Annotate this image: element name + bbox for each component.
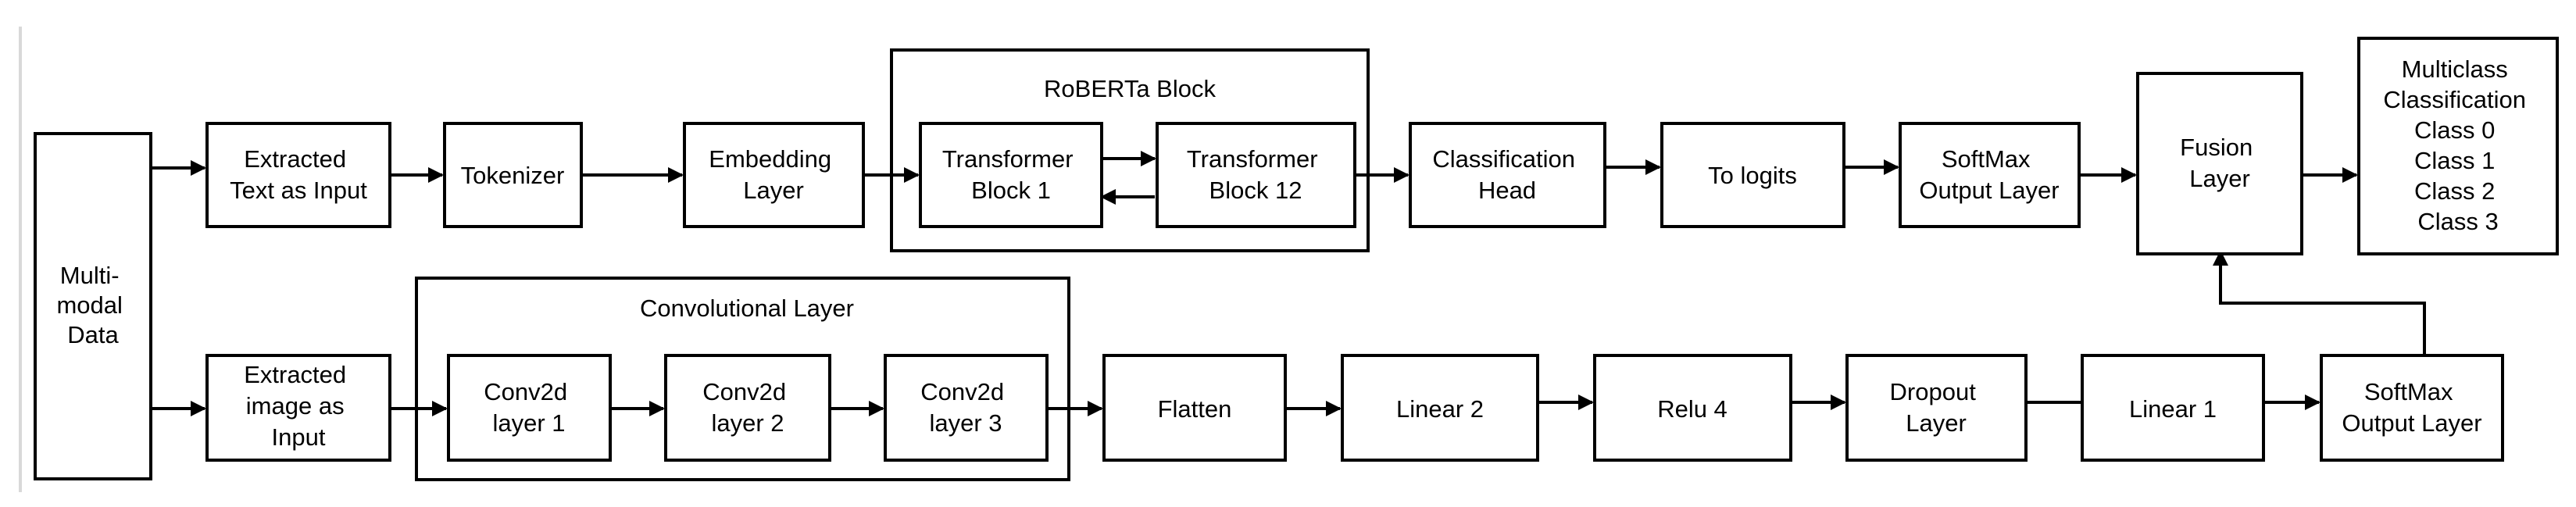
- roberta-block-frame: [890, 48, 1370, 252]
- node-softmax-top: SoftMax Output Layer: [1899, 122, 2081, 228]
- node-conv2d-layer-3: Conv2d layer 3: [884, 354, 1049, 462]
- extracted-image-label: Extracted image as Input: [244, 361, 353, 451]
- node-softmax-bottom: SoftMax Output Layer: [2320, 354, 2504, 462]
- multiclass-classification-label: Multiclass Classification Class 0 Class …: [2383, 55, 2532, 235]
- to-logits-label: To logits: [1708, 162, 1797, 189]
- node-relu-4: Relu 4: [1593, 354, 1792, 462]
- linear-2-label: Linear 2: [1396, 395, 1484, 423]
- extracted-text-label: Extracted Text as Input: [230, 145, 367, 204]
- node-embedding-layer: Embedding Layer: [683, 122, 865, 228]
- flatten-label: Flatten: [1158, 395, 1232, 423]
- node-extracted-image: Extracted image as Input: [205, 354, 391, 462]
- node-conv2d-layer-1: Conv2d layer 1: [447, 354, 612, 462]
- node-flatten: Flatten: [1102, 354, 1287, 462]
- conv2d-layer-3-label: Conv2d layer 3: [920, 378, 1010, 437]
- softmax-top-label: SoftMax Output Layer: [1919, 145, 2059, 204]
- dropout-layer-label: Dropout Layer: [1890, 378, 1983, 437]
- classification-head-label: Classification Head: [1432, 145, 1581, 204]
- roberta-block-title: RoBERTa Block: [1044, 75, 1216, 102]
- arrow-softmax-to-fusion-up: [2213, 250, 2426, 355]
- node-tokenizer: Tokenizer: [443, 122, 583, 228]
- embedding-layer-label: Embedding Layer: [709, 145, 838, 204]
- multimodal-data-label: Multi- modal Data: [56, 262, 129, 348]
- node-transformer-block-12: Transformer Block 12: [1156, 122, 1356, 228]
- transformer-block-12-label: Transformer Block 12: [1187, 145, 1324, 204]
- node-extracted-text: Extracted Text as Input: [205, 122, 391, 228]
- tokenizer-label: Tokenizer: [461, 162, 565, 189]
- convolutional-layer-frame: [415, 277, 1070, 481]
- convolutional-layer-title: Convolutional Layer: [640, 295, 854, 322]
- linear-1-label: Linear 1: [2129, 395, 2217, 423]
- node-multimodal-data: Multi- modal Data: [34, 132, 152, 480]
- relu-4-label: Relu 4: [1657, 395, 1727, 423]
- node-transformer-block-1: Transformer Block 1: [919, 122, 1103, 228]
- node-classification-head: Classification Head: [1409, 122, 1606, 228]
- node-linear-2: Linear 2: [1341, 354, 1539, 462]
- node-fusion-layer: Fusion Layer: [2136, 72, 2303, 255]
- node-to-logits: To logits: [1660, 122, 1845, 228]
- fusion-layer-label: Fusion Layer: [2180, 134, 2260, 192]
- left-divider-rule: [19, 27, 22, 492]
- conv2d-layer-1-label: Conv2d layer 1: [484, 378, 573, 437]
- node-conv2d-layer-2: Conv2d layer 2: [664, 354, 831, 462]
- transformer-block-1-label: Transformer Block 1: [942, 145, 1080, 204]
- node-multiclass-classification: Multiclass Classification Class 0 Class …: [2357, 37, 2559, 255]
- node-dropout-layer: Dropout Layer: [1845, 354, 2028, 462]
- node-linear-1: Linear 1: [2081, 354, 2265, 462]
- softmax-bottom-label: SoftMax Output Layer: [2342, 378, 2481, 437]
- conv2d-layer-2-label: Conv2d layer 2: [702, 378, 792, 437]
